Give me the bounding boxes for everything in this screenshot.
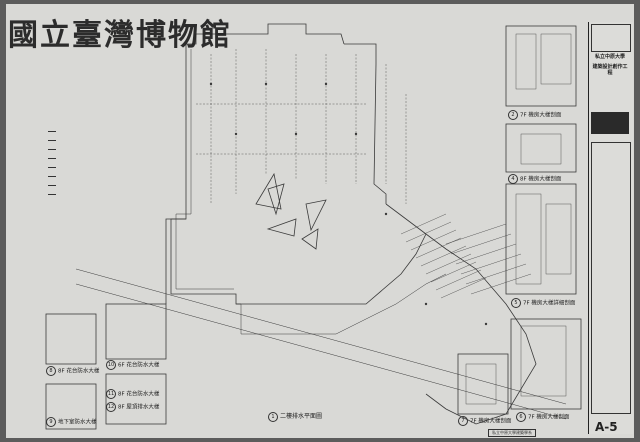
floor-plan-drawing [45, 23, 582, 430]
title-block-black-box [591, 112, 629, 134]
title-block-body [591, 142, 631, 414]
legend-row [48, 173, 59, 182]
legend-row [48, 155, 59, 164]
title-block-university: 私立中原大學 [594, 54, 625, 60]
legend-row [48, 182, 59, 191]
title-block-project: 建築設計創作工程 [592, 64, 628, 76]
sheet-number: A-5 [595, 420, 618, 434]
legend-row [48, 191, 59, 200]
legend [48, 128, 59, 200]
title-block-header [591, 24, 631, 52]
legend-row [48, 164, 59, 173]
legend-row [48, 146, 59, 155]
title-block: 私立中原大學 建築設計創作工程 A-5 [588, 22, 633, 434]
footer-label: 私立中原大學建築學系 [488, 429, 536, 437]
legend-row [48, 128, 59, 137]
museum-watermark: 國立臺灣博物館 [8, 18, 232, 53]
legend-row [48, 137, 59, 146]
